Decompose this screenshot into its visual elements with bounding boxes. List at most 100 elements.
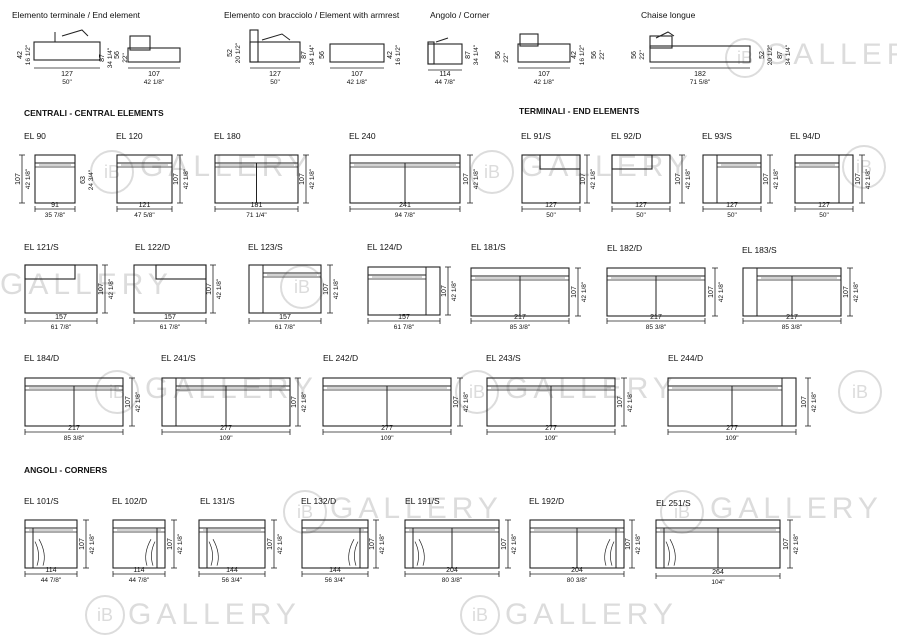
width-cm-label: 277 [220, 425, 232, 432]
depth-cm-label: 107 [571, 286, 578, 298]
back-profile [519, 33, 539, 47]
depth-inch-label: 42 1/8" [865, 168, 872, 189]
depth-inch-label: 42 1/8" [793, 533, 800, 554]
width-cm-label: 144 [329, 567, 341, 574]
height-inch-label: 22" [122, 53, 129, 63]
cushion-curve [610, 541, 615, 566]
element-code-el-243-s: EL 243/S [486, 353, 521, 363]
element-code-el-184-d: EL 184/D [24, 353, 60, 363]
width-inch-label: 85 3/8" [782, 324, 803, 331]
depth-inch-label: 42 1/8" [277, 533, 284, 554]
depth-cm-label: 107 [501, 538, 508, 550]
height-cm-label: 56 [319, 51, 326, 59]
width-inch-label: 50" [62, 79, 72, 86]
element-code-el-241-s: EL 241/S [161, 353, 196, 363]
width-cm-label: 157 [398, 314, 410, 321]
depth-inch-label: 42 1/8" [853, 281, 860, 302]
cushion-curve [38, 539, 45, 566]
module-outline [794, 154, 854, 204]
module-outline [521, 154, 581, 204]
element-code-el-192-d: EL 192/D [529, 496, 565, 506]
side-view-outline [427, 43, 463, 65]
depth-inch-label: 42 1/8" [108, 278, 115, 299]
module-outline [116, 154, 173, 204]
cushion-curve [208, 541, 213, 566]
module-outline [24, 264, 98, 314]
height-inch-label: 16 1/2" [25, 44, 32, 65]
module-outline [248, 264, 322, 314]
element-code-el-240: EL 240 [349, 131, 376, 141]
depth-inch-label: 42 1/8" [135, 391, 142, 412]
depth-cm-label: 107 [125, 396, 132, 408]
depth-cm-label: 107 [617, 396, 624, 408]
width-inch-label: 44 7/8" [129, 577, 150, 584]
height-cm-label: 56 [495, 51, 502, 59]
height-inch-label: 16 1/2" [579, 44, 586, 65]
width-inch-label: 42 1/8" [144, 79, 165, 86]
depth-cm-label: 107 [855, 173, 862, 185]
back-cushion [655, 31, 675, 39]
module-outline [133, 264, 207, 314]
depth-cm-label: 107 [625, 538, 632, 550]
module-outline [702, 154, 762, 204]
height-cm-label: 87 [99, 54, 106, 62]
height-inch-label: 22" [599, 50, 606, 60]
depth-inch-label: 42 1/8" [627, 391, 634, 412]
width-inch-label: 56 3/4" [222, 577, 243, 584]
width-cm-label: 217 [786, 314, 798, 321]
width-inch-label: 109" [219, 435, 233, 442]
module-outline [24, 519, 78, 569]
element-code-el-244-d: EL 244/D [668, 353, 704, 363]
element-code-el-92-d: EL 92/D [611, 131, 642, 141]
height-cm-label: 56 [114, 51, 121, 59]
height-cm-label: 42 [571, 51, 578, 59]
element-code-el-180: EL 180 [214, 131, 241, 141]
width-inch-label: 71 1/4" [246, 212, 267, 219]
height-inch-label: 16 1/2" [395, 44, 402, 65]
depth-cm-label: 63 [80, 176, 87, 184]
width-cm-label: 157 [279, 314, 291, 321]
width-inch-label: 50" [270, 79, 280, 86]
element-code-el-101-s: EL 101/S [24, 496, 59, 506]
element-code-el-191-s: EL 191/S [405, 496, 440, 506]
width-cm-label: 127 [545, 202, 557, 209]
depth-inch-label: 42 1/8" [718, 281, 725, 302]
height-cm-label: 56 [591, 51, 598, 59]
width-cm-label: 127 [61, 71, 73, 78]
depth-cm-label: 107 [369, 538, 376, 550]
width-inch-label: 35 7/8" [45, 212, 66, 219]
depth-cm-label: 107 [708, 286, 715, 298]
width-inch-label: 85 3/8" [510, 324, 531, 331]
width-inch-label: 50" [819, 212, 829, 219]
top-title-end-element: Elemento terminale / End element [12, 10, 141, 20]
width-cm-label: 144 [226, 567, 238, 574]
width-inch-label: 109" [544, 435, 558, 442]
module-outline [198, 519, 266, 569]
cushion-curve [34, 541, 39, 566]
width-inch-label: 61 7/8" [51, 324, 72, 331]
cushion-curve [665, 541, 670, 566]
height-cm-label: 52 [227, 49, 234, 57]
width-inch-label: 50" [727, 212, 737, 219]
cushion-curve [418, 539, 425, 566]
width-cm-label: 107 [351, 71, 363, 78]
depth-cm-label: 107 [167, 538, 174, 550]
section-end-elements: TERMINALI - END ELEMENTS [519, 106, 640, 116]
width-inch-label: 80 3/8" [567, 577, 588, 584]
height-cm-label: 42 [17, 51, 24, 59]
width-inch-label: 109" [380, 435, 394, 442]
width-cm-label: 241 [399, 202, 411, 209]
width-cm-label: 114 [133, 567, 144, 574]
width-inch-label: 61 7/8" [394, 324, 415, 331]
height-cm-label: 56 [631, 51, 638, 59]
top-title-chaise-longue: Chaise longue [641, 10, 696, 20]
depth-inch-label: 42 1/8" [590, 168, 597, 189]
element-code-el-122-d: EL 122/D [135, 242, 171, 252]
depth-cm-label: 107 [206, 283, 213, 295]
depth-inch-label: 42 1/8" [309, 168, 316, 189]
width-cm-label: 182 [694, 71, 706, 78]
depth-cm-label: 107 [463, 173, 470, 185]
element-code-el-183-s: EL 183/S [742, 245, 777, 255]
element-code-el-123-s: EL 123/S [248, 242, 283, 252]
profile-outline [329, 43, 385, 63]
